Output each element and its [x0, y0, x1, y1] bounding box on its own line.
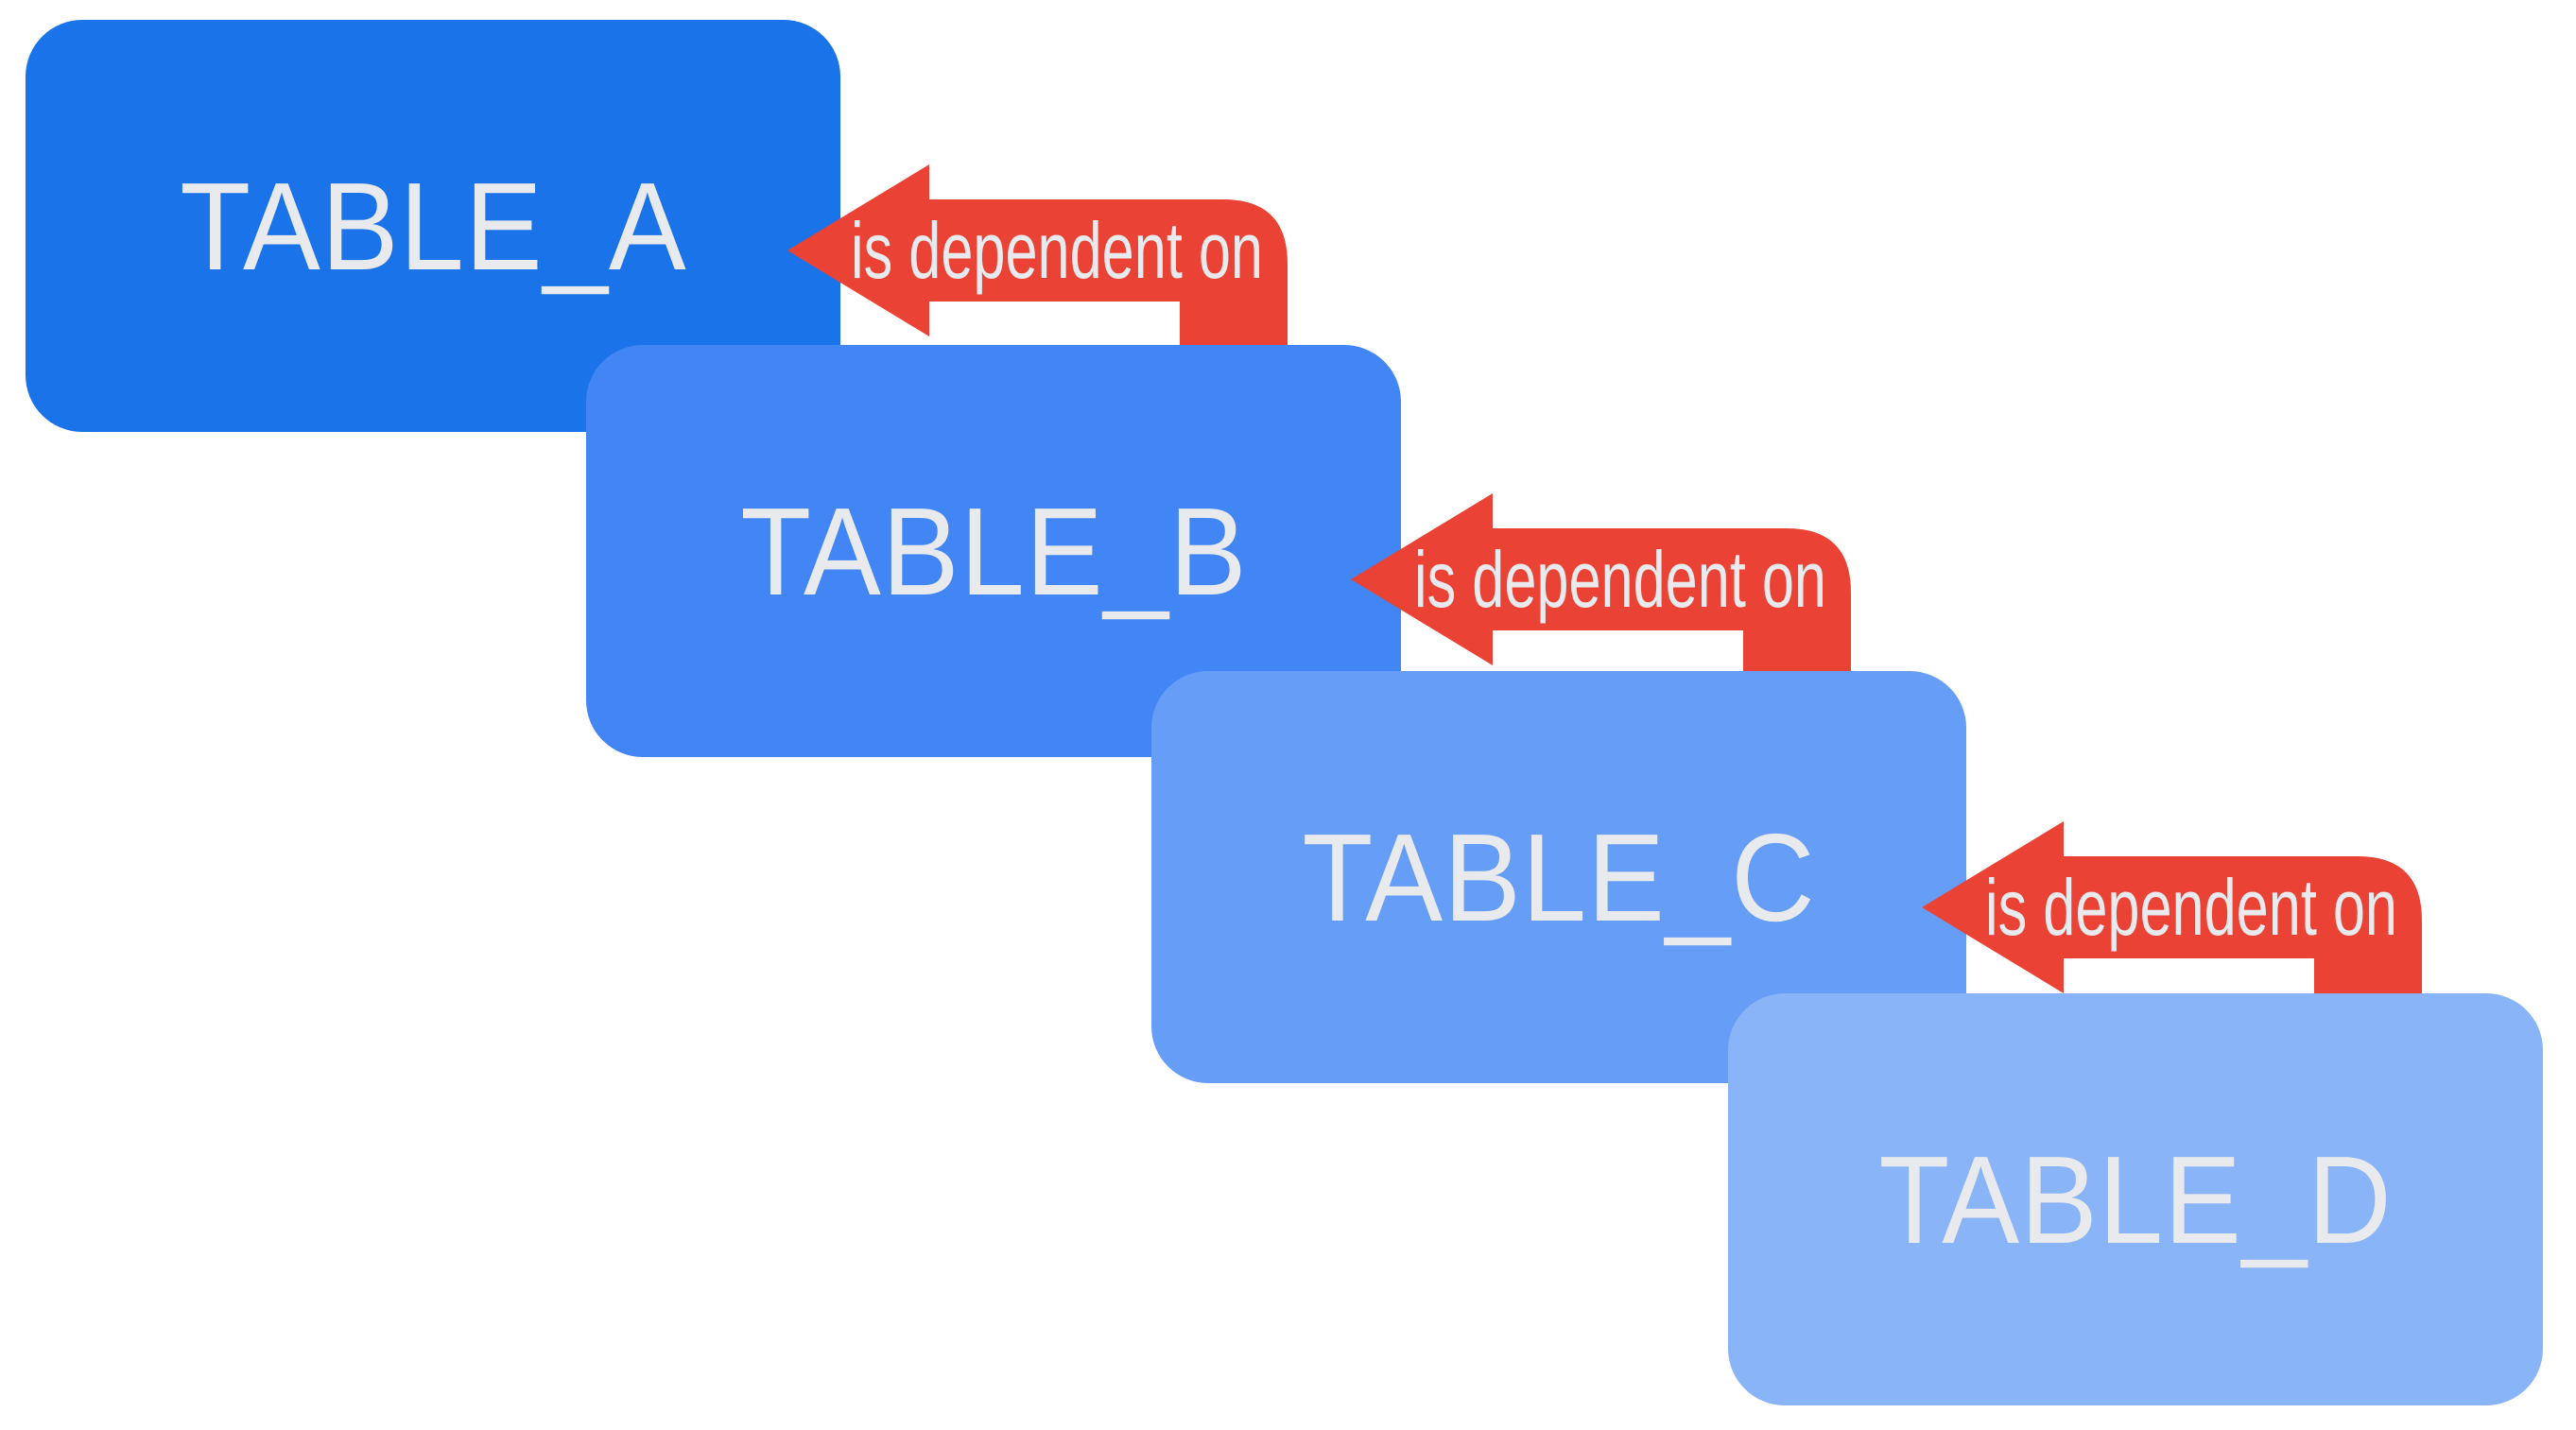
dependency-arrow-label: is dependent on — [1414, 535, 1826, 624]
dependency-arrow-label: is dependent on — [851, 206, 1263, 295]
table-d-label: TABLE_D — [1878, 1129, 2393, 1269]
dependency-arrow-c-to-b: is dependent on — [1351, 493, 1851, 683]
dependency-arrow-d-to-c: is dependent on — [1922, 821, 2422, 1011]
table-b-label: TABLE_B — [739, 481, 1248, 621]
table-a-box: TABLE_A — [26, 20, 840, 432]
left-arrow-icon — [787, 164, 1288, 354]
table-d-box: TABLE_D — [1728, 993, 2543, 1405]
left-arrow-icon — [1351, 493, 1851, 683]
dependency-arrow-label: is dependent on — [1985, 863, 2397, 952]
table-c-label: TABLE_C — [1302, 807, 1816, 947]
left-arrow-icon — [1922, 821, 2422, 1011]
dependency-arrow-b-to-a: is dependent on — [787, 164, 1288, 354]
table-a-label: TABLE_A — [179, 156, 687, 296]
